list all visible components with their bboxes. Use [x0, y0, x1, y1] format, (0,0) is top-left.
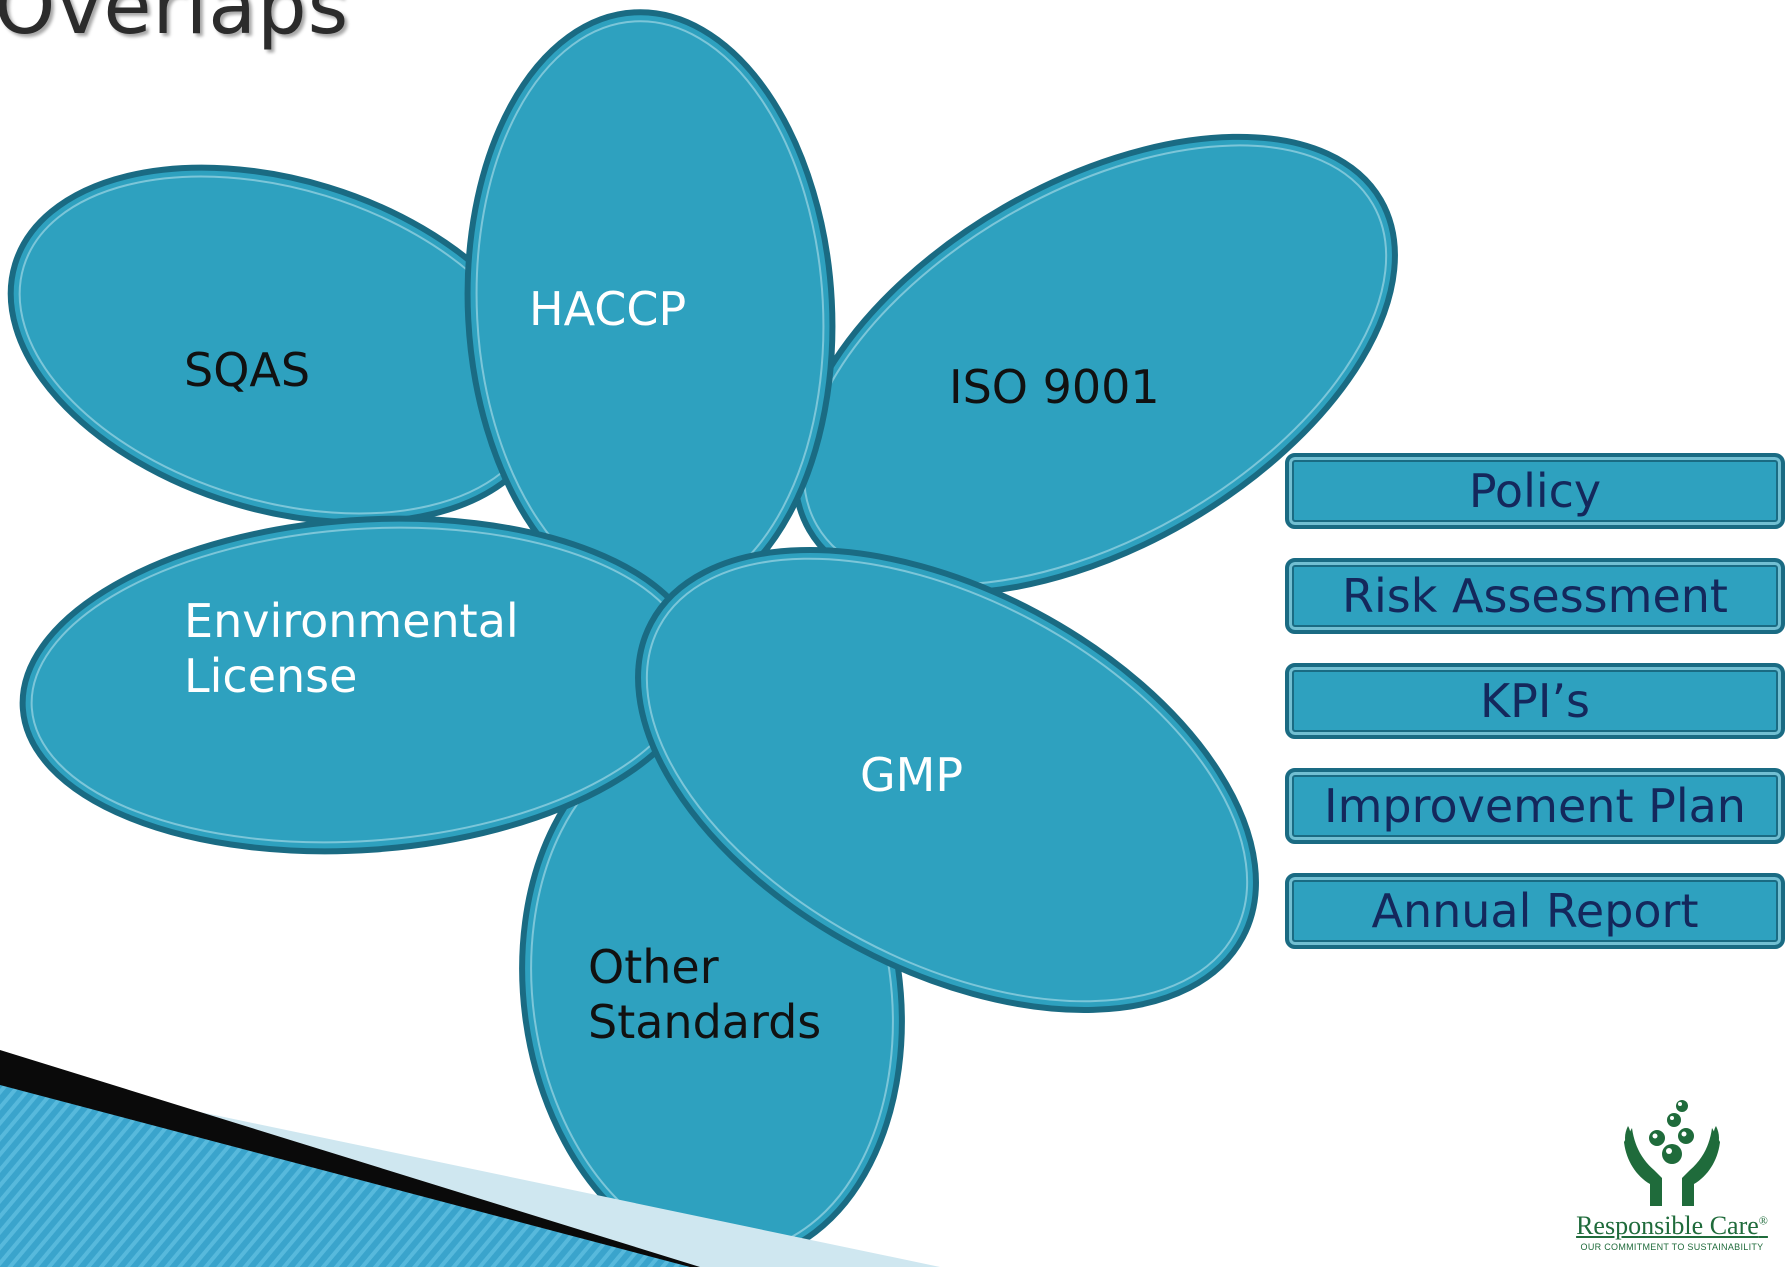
petal-label-other-standards: Other Standards [588, 940, 821, 1050]
petal-label-standards: Standards [588, 995, 822, 1050]
petal-label-iso9001: ISO 9001 [949, 360, 1160, 414]
risk-assessment-button[interactable]: Risk Assessment [1285, 558, 1785, 634]
responsible-care-hands-icon [1624, 1100, 1720, 1206]
responsible-care-logo: Responsible Care® OUR COMMITMENT TO SUST… [1562, 1098, 1782, 1263]
petal-label-environmental: Environmental [184, 594, 519, 648]
petal-gmp [635, 547, 1259, 1013]
logo-tagline: OUR COMMITMENT TO SUSTAINABILITY [1580, 1242, 1764, 1252]
petal-label-sqas: SQAS [184, 343, 311, 397]
kpis-button[interactable]: KPI’s [1285, 663, 1785, 739]
logo-name: Responsible Care® [1576, 1211, 1768, 1240]
petal-iso9001 [792, 133, 1398, 597]
policy-button[interactable]: Policy [1285, 453, 1785, 529]
petal-label-haccp: HACCP [529, 282, 687, 336]
petal-label-other: Other [588, 940, 719, 994]
improvement-plan-button[interactable]: Improvement Plan [1285, 768, 1785, 844]
petal-label-gmp: GMP [860, 748, 964, 802]
corner-striped-wedge [0, 1085, 690, 1267]
slide-title: Overlaps [0, 0, 350, 52]
annual-report-button[interactable]: Annual Report [1285, 873, 1785, 949]
petal-label-license: License [184, 649, 358, 704]
petal-label-environmental-license: Environmental License [184, 594, 519, 704]
